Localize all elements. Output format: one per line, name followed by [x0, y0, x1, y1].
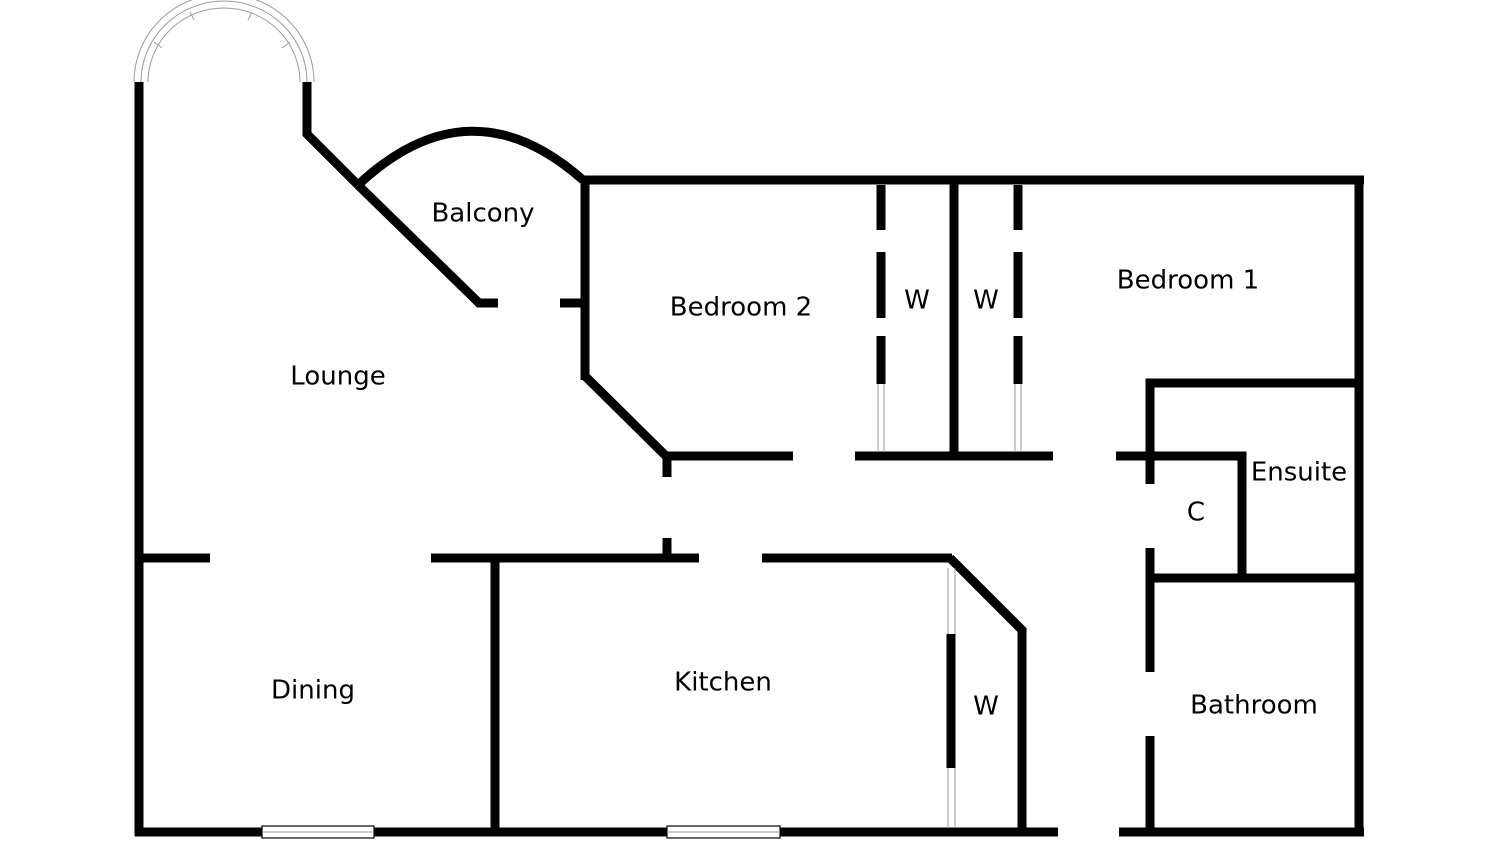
label-kitchen: Kitchen: [674, 668, 772, 698]
label-ensuite: Ensuite: [1251, 458, 1347, 488]
window-kitchen: [666, 825, 781, 839]
wardrobe-walls-kitchen: [946, 568, 956, 828]
label-wardrobe-2: W: [973, 286, 999, 316]
label-cupboard: C: [1187, 498, 1205, 528]
balcony-walls: [354, 126, 590, 380]
label-lounge: Lounge: [290, 362, 385, 392]
label-bathroom: Bathroom: [1190, 691, 1318, 721]
label-bedroom-1: Bedroom 1: [1117, 266, 1259, 296]
label-dining: Dining: [271, 676, 355, 706]
dining-kitchen-walls: [139, 553, 1027, 832]
label-wardrobe-1: W: [904, 286, 930, 316]
label-wardrobe-3: W: [973, 692, 999, 722]
label-balcony: Balcony: [431, 199, 534, 229]
exterior-walls: [134, 82, 1364, 837]
bedroom2-walls: [581, 372, 1053, 556]
ensuite-walls: [1116, 378, 1359, 832]
label-bedroom-2: Bedroom 2: [670, 293, 812, 323]
window-dining: [261, 825, 375, 839]
bay-window: [133, 0, 315, 83]
wardrobe-walls-top: [876, 180, 1023, 456]
